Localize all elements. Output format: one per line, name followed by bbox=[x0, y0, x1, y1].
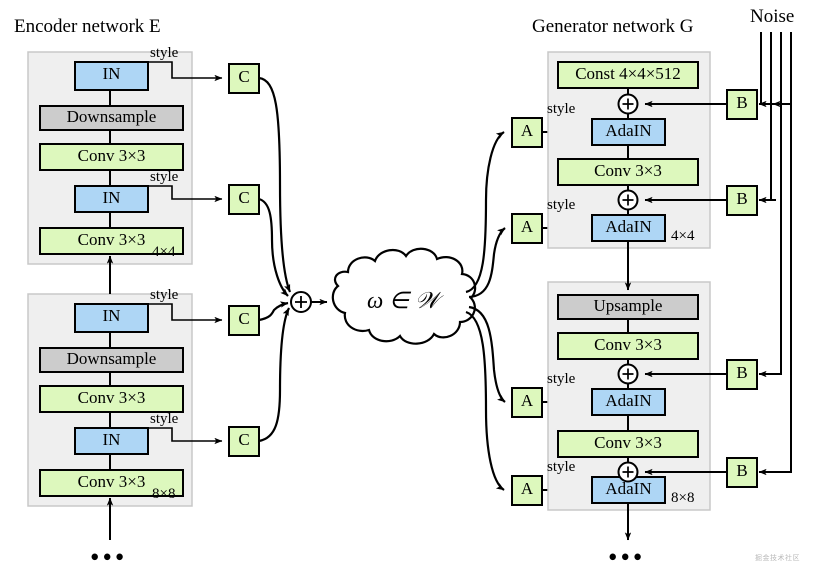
generator-noise-sum-4-plus bbox=[622, 466, 634, 478]
generator-layer-upsample bbox=[557, 294, 699, 320]
style-tag-3: style bbox=[150, 287, 179, 303]
b-box-label-3: B bbox=[736, 363, 748, 382]
latent-space-cloud bbox=[331, 247, 477, 345]
encoder-layer-conv-1a bbox=[39, 143, 184, 171]
encoder-layer-label-downsample-1: Downsample bbox=[66, 107, 157, 126]
encoder-layer-label-in-3: IN bbox=[102, 306, 121, 325]
watermark: 掘金技术社区 bbox=[755, 554, 800, 562]
noise-bus-line-3 bbox=[776, 32, 782, 375]
generator-layer-label-upsample: Upsample bbox=[593, 296, 663, 315]
encoder-layer-in-1 bbox=[74, 61, 149, 91]
encoder-layer-label-in-2: IN bbox=[102, 188, 121, 207]
c-to-sum-curve-3 bbox=[258, 301, 289, 322]
noise-bus-line-2 bbox=[770, 32, 776, 201]
cloud-to-a-curve-3 bbox=[468, 305, 506, 403]
encoder-layer-label-in-4: IN bbox=[102, 430, 121, 449]
generator-layer-label-adain-1: AdaIN bbox=[605, 121, 652, 140]
encoder-resolution-label-1: 4×4 bbox=[152, 244, 176, 260]
generator-bottom-ellipsis: ••• bbox=[608, 542, 646, 572]
latent-sum-plus-glyph bbox=[295, 296, 307, 308]
generator-layer-label-adain-2: AdaIN bbox=[605, 217, 652, 236]
noise-title: Noise bbox=[750, 6, 795, 27]
c-to-sum-curve-2 bbox=[258, 197, 289, 297]
generator-layer-label-adain-4: AdaIN bbox=[605, 479, 652, 498]
a-box-label-2: A bbox=[520, 217, 534, 236]
encoder-layer-conv-2b bbox=[39, 469, 184, 497]
generator-style-tag-1: style bbox=[547, 101, 576, 117]
style-tag-4: style bbox=[150, 411, 179, 427]
style-line-2 bbox=[148, 185, 223, 203]
c-box-label-2: C bbox=[238, 188, 250, 207]
encoder-layer-in-4 bbox=[74, 427, 149, 455]
a-box-label-3: A bbox=[520, 391, 534, 410]
encoder-layer-label-conv-2a: Conv 3×3 bbox=[77, 388, 146, 407]
c-to-sum-curve-4 bbox=[258, 307, 290, 443]
encoder-layer-downsample-1 bbox=[39, 105, 184, 131]
encoder-layer-label-conv-1a: Conv 3×3 bbox=[77, 146, 146, 165]
b-box-label-1: B bbox=[736, 93, 748, 112]
generator-b-box-3 bbox=[726, 359, 758, 390]
encoder-layer-conv-2a bbox=[39, 385, 184, 413]
b-box-label-2: B bbox=[736, 189, 748, 208]
generator-layer-label-adain-3: AdaIN bbox=[605, 391, 652, 410]
c-to-sum-curve-1 bbox=[258, 76, 292, 293]
generator-resolution-label-2: 8×8 bbox=[671, 490, 695, 506]
encoder-layer-label-conv-2b: Conv 3×3 bbox=[77, 472, 146, 491]
noise-bus-line-4 bbox=[776, 32, 792, 473]
encoder-layer-in-3 bbox=[74, 303, 149, 333]
encoder-layer-conv-1b bbox=[39, 227, 184, 255]
style-line-4 bbox=[148, 427, 223, 445]
encoder-layer-label-conv-1b: Conv 3×3 bbox=[77, 230, 146, 249]
generator-layer-label-conv-2a: Conv 3×3 bbox=[594, 335, 662, 354]
style-line-1 bbox=[148, 61, 223, 82]
style-tag-1: style bbox=[150, 45, 179, 61]
encoder-c-box-2 bbox=[228, 184, 260, 215]
encoder-layer-label-downsample-2: Downsample bbox=[66, 349, 157, 368]
generator-title: Generator network G bbox=[532, 16, 694, 37]
cloud-to-a-curve-4 bbox=[465, 310, 505, 491]
cloud-to-a-curve-1 bbox=[465, 131, 505, 294]
generator-a-box-2 bbox=[511, 213, 543, 244]
encoder-resolution-label-2: 8×8 bbox=[152, 486, 176, 502]
encoder-layer-label-in-1: IN bbox=[102, 64, 121, 83]
generator-a-box-3 bbox=[511, 387, 543, 418]
generator-noise-sum-3-plus bbox=[622, 368, 634, 380]
latent-space-label: ω ∈ 𝒲 bbox=[367, 288, 439, 313]
generator-layer-label-conv-2b: Conv 3×3 bbox=[594, 433, 662, 452]
generator-noise-sum-2-plus bbox=[622, 194, 634, 206]
generator-resolution-label-1: 4×4 bbox=[671, 228, 695, 244]
encoder-bottom-ellipsis: ••• bbox=[90, 542, 128, 572]
cloud-to-a-curve-2 bbox=[468, 227, 506, 299]
encoder-layer-in-2 bbox=[74, 185, 149, 213]
generator-noise-sum-1-plus bbox=[622, 98, 634, 110]
style-tag-2: style bbox=[150, 169, 179, 185]
generator-style-tag-4: style bbox=[547, 459, 576, 475]
encoder-layer-downsample-2 bbox=[39, 347, 184, 373]
generator-layer-label-const: Const 4×4×512 bbox=[575, 64, 681, 83]
a-box-label-4: A bbox=[520, 479, 534, 498]
generator-layer-label-conv-1: Conv 3×3 bbox=[594, 161, 662, 180]
generator-a-box-4 bbox=[511, 475, 543, 506]
style-line-3 bbox=[148, 303, 223, 324]
generator-layer-const bbox=[557, 61, 699, 89]
encoder-title: Encoder network E bbox=[14, 16, 161, 37]
encoder-c-box-4 bbox=[228, 426, 260, 457]
generator-style-tag-2: style bbox=[547, 197, 576, 213]
c-box-label-4: C bbox=[238, 430, 250, 449]
a-box-label-1: A bbox=[520, 121, 534, 140]
generator-style-tag-3: style bbox=[547, 371, 576, 387]
b-box-label-4: B bbox=[736, 461, 748, 480]
generator-layer-conv-2b bbox=[557, 430, 699, 458]
c-box-label-3: C bbox=[238, 309, 250, 328]
encoder-c-box-3 bbox=[228, 305, 260, 336]
c-box-label-1: C bbox=[238, 67, 250, 86]
